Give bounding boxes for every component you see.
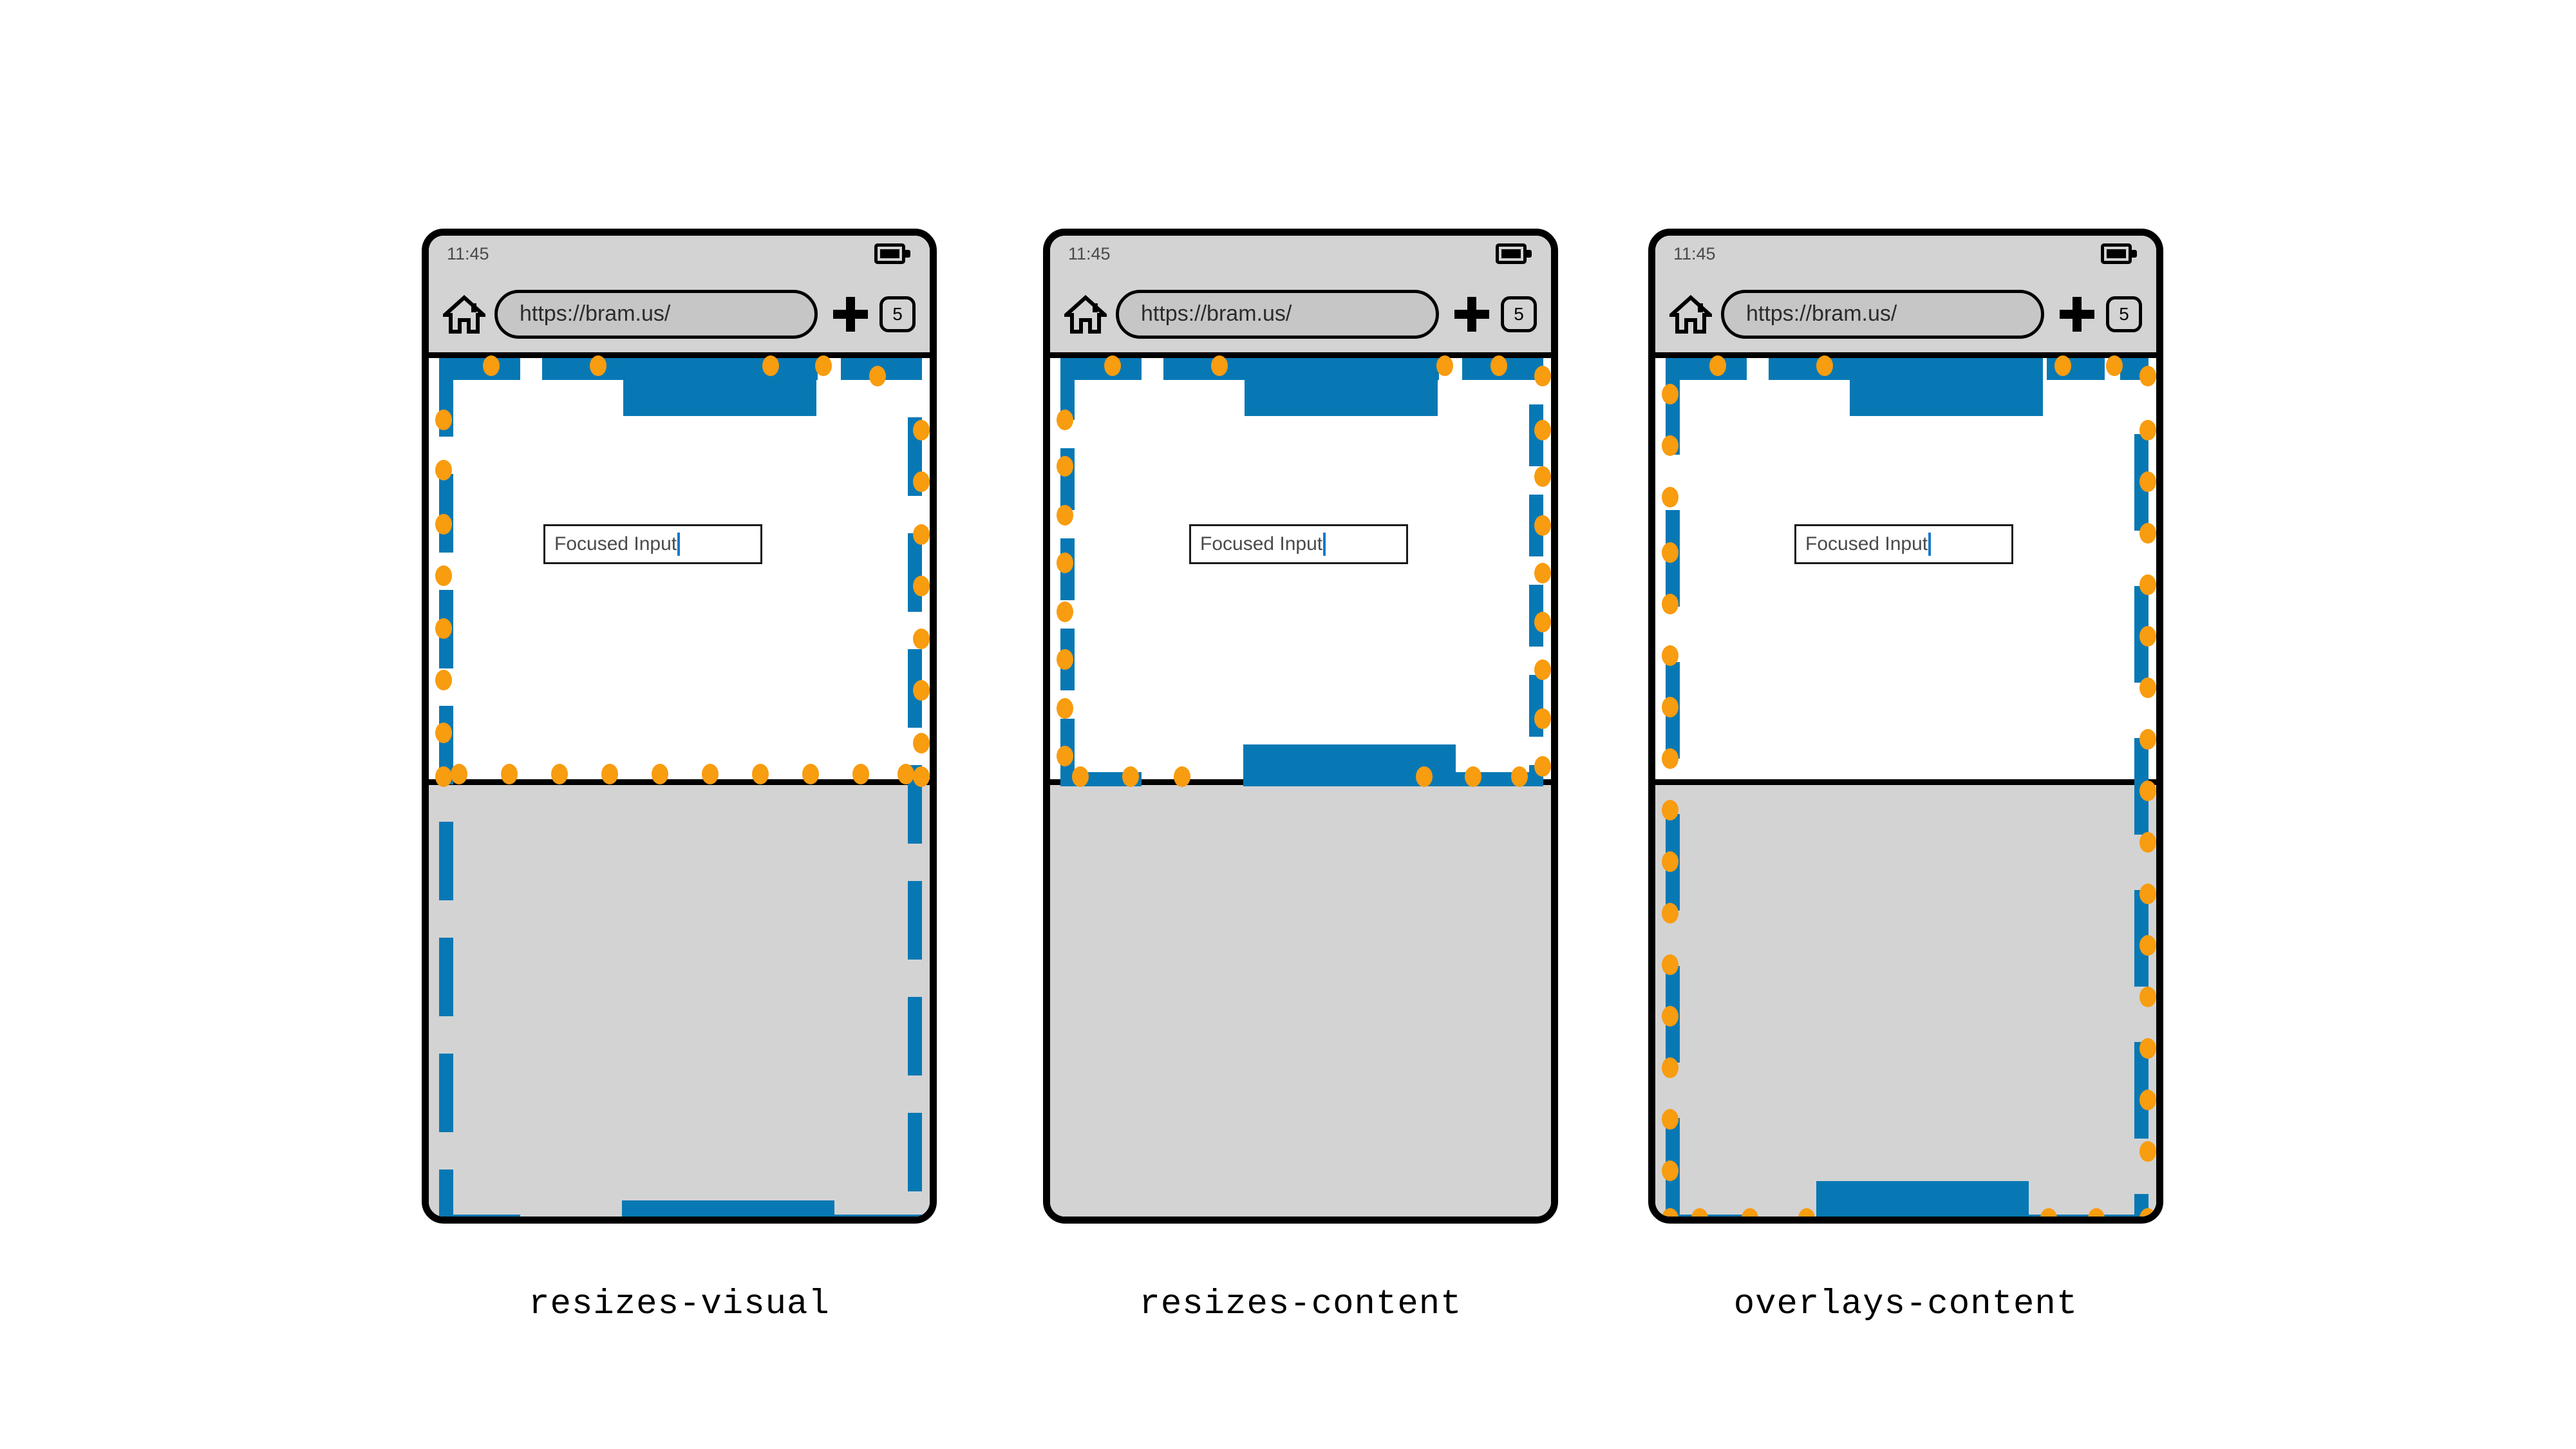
- browser-toolbar: https://bram.us/ 5: [429, 276, 930, 352]
- panel-resizes-content: 11:45 https://bram.us/: [1043, 229, 1558, 1324]
- phone-screen: Focused Input: [429, 355, 930, 1217]
- browser-chrome: 11:45 https://bram.us/: [1655, 236, 2156, 358]
- url-text: https://bram.us/: [1141, 301, 1292, 326]
- browser-chrome: 11:45 https://bram.us/: [1050, 236, 1551, 358]
- panel-overlays-content: 11:45 https://bram.us/: [1648, 229, 2163, 1324]
- phone-device: 11:45 https://bram.us/: [1648, 229, 2163, 1224]
- battery-full-icon: [2101, 243, 2137, 264]
- focused-input-field[interactable]: Focused Input: [1794, 524, 2013, 564]
- text-caret: [1928, 533, 1932, 556]
- focused-input-field[interactable]: Focused Input: [1189, 524, 1408, 564]
- status-clock: 11:45: [1673, 244, 1716, 263]
- tab-count-button[interactable]: 5: [1501, 296, 1537, 332]
- browser-toolbar: https://bram.us/ 5: [1655, 276, 2156, 352]
- url-text: https://bram.us/: [1746, 301, 1897, 326]
- web-content-area: [1655, 358, 2156, 786]
- home-icon[interactable]: [1666, 294, 1715, 334]
- plus-icon[interactable]: [1452, 294, 1492, 334]
- web-content-area: [1050, 358, 1551, 786]
- on-screen-keyboard: [429, 779, 930, 1217]
- url-bar[interactable]: https://bram.us/: [494, 289, 818, 339]
- text-caret: [1323, 533, 1326, 556]
- browser-toolbar: https://bram.us/ 5: [1050, 276, 1551, 352]
- panel-resizes-visual: 11:45 https://bram.us/: [422, 229, 937, 1324]
- on-screen-keyboard: [1050, 779, 1551, 1217]
- home-icon[interactable]: [1061, 294, 1110, 334]
- tab-count-button[interactable]: 5: [879, 296, 916, 332]
- focused-input-field[interactable]: Focused Input: [543, 524, 762, 564]
- home-icon[interactable]: [440, 294, 489, 334]
- tab-count-button[interactable]: 5: [2106, 296, 2142, 332]
- focused-input-value: Focused Input: [554, 533, 677, 554]
- url-text: https://bram.us/: [520, 301, 671, 326]
- focused-input-value: Focused Input: [1200, 533, 1323, 554]
- phone-screen: Focused Input: [1655, 355, 2156, 1217]
- panel-caption: resizes-visual: [529, 1285, 830, 1324]
- panel-caption: overlays-content: [1733, 1285, 2078, 1324]
- url-bar[interactable]: https://bram.us/: [1721, 289, 2044, 339]
- plus-icon[interactable]: [2057, 294, 2097, 334]
- focused-input-value: Focused Input: [1805, 533, 1928, 554]
- status-bar: 11:45: [1050, 236, 1551, 276]
- status-clock: 11:45: [447, 244, 489, 263]
- url-bar[interactable]: https://bram.us/: [1116, 289, 1439, 339]
- status-bar: 11:45: [1655, 236, 2156, 276]
- phone-device: 11:45 https://bram.us/: [422, 229, 937, 1224]
- battery-full-icon: [874, 243, 910, 264]
- status-clock: 11:45: [1068, 244, 1111, 263]
- browser-chrome: 11:45 https://bram.us/: [429, 236, 930, 358]
- web-content-area: [429, 358, 930, 786]
- text-caret: [677, 533, 681, 556]
- phone-screen: Focused Input: [1050, 355, 1551, 1217]
- battery-full-icon: [1496, 243, 1532, 264]
- panel-caption: resizes-content: [1139, 1285, 1462, 1324]
- on-screen-keyboard: [1655, 779, 2156, 1217]
- status-bar: 11:45: [429, 236, 930, 276]
- phone-device: 11:45 https://bram.us/: [1043, 229, 1558, 1224]
- plus-icon[interactable]: [831, 294, 870, 334]
